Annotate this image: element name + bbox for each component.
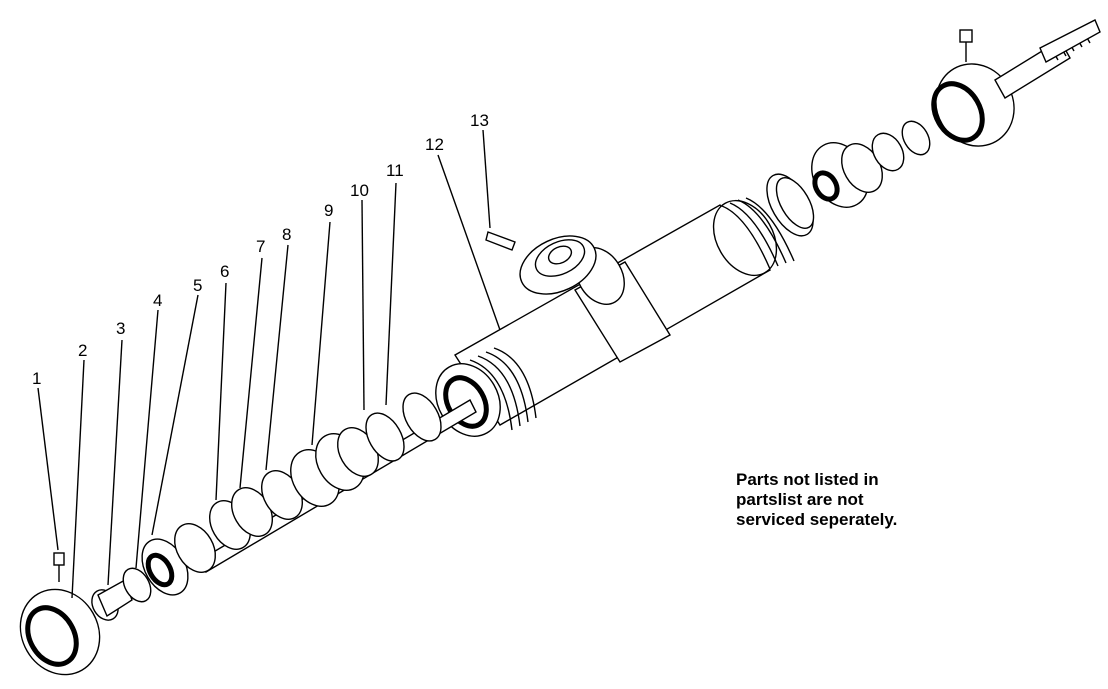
callout-13: 13 [470,111,489,130]
right-end-parts [766,19,1101,237]
service-note: Parts not listed in partslist are not se… [736,470,996,530]
service-note-line-1: Parts not listed in [736,470,879,489]
service-note-line-2: partslist are not [736,490,864,509]
left-end-parts [19,392,442,676]
callout-12: 12 [425,135,444,154]
callout-10: 10 [350,181,369,200]
callout-6: 6 [220,262,229,281]
callout-2: 2 [78,341,87,360]
callout-numbers: 1 2 3 4 5 6 7 8 9 10 11 12 13 [32,111,489,388]
callout-11: 11 [386,161,404,180]
cylinder-body [435,197,795,437]
callout-9: 9 [324,201,333,220]
fitting-13 [485,231,516,251]
leader-lines [37,129,501,599]
callout-7: 7 [256,237,265,256]
callout-1: 1 [32,369,41,388]
callout-3: 3 [116,319,125,338]
callout-4: 4 [153,291,162,310]
callout-5: 5 [193,276,202,295]
service-note-line-3: serviced seperately. [736,510,898,529]
callout-8: 8 [282,225,291,244]
